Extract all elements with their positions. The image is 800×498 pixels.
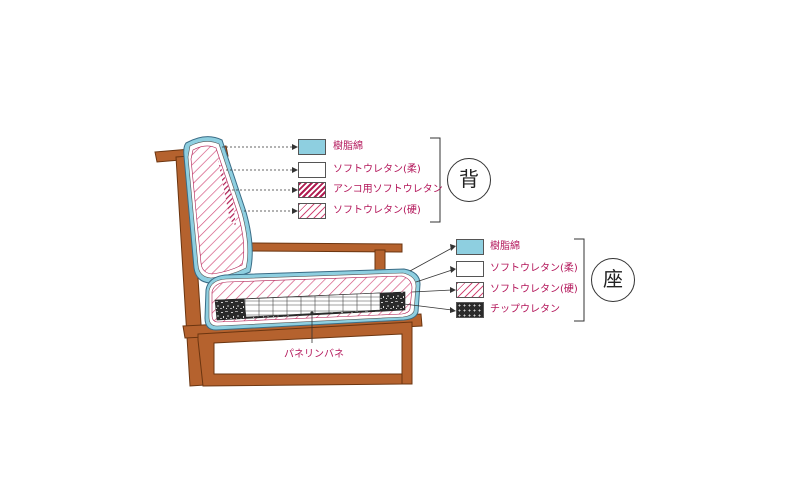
back-swatch-anko (298, 182, 326, 198)
back-label-resin: 樹脂綿 (333, 141, 363, 152)
back-swatch-soft (298, 162, 326, 178)
seat-leaders (403, 247, 453, 311)
seat-group-badge: 座 (591, 258, 635, 302)
seat-swatch-resin (456, 239, 484, 255)
spring-leader (310, 311, 314, 343)
seat-swatch-chip (456, 302, 484, 318)
base-frame (197, 321, 413, 387)
back-anko-layer (218, 160, 236, 226)
back-leader-arrows (292, 144, 298, 214)
seat-spring-layer (243, 292, 381, 318)
seat-bracket (574, 238, 585, 322)
seat-swatch-soft (456, 261, 484, 277)
seat-label-hard: ソフトウレタン(硬) (490, 284, 578, 295)
back-group-badge: 背 (447, 158, 491, 202)
back-bracket (430, 137, 441, 223)
back-swatch-hard (298, 203, 326, 219)
back-label-anko: アンコ用ソフトウレタン (333, 184, 443, 195)
back-leaders (222, 146, 292, 212)
arm-front-post (374, 249, 386, 273)
seat-leader-arrows (450, 244, 456, 313)
back-label-hard: ソフトウレタン(硬) (333, 205, 421, 216)
seat-label-resin: 樹脂綿 (490, 241, 520, 252)
spring-label: パネリンバネ (284, 349, 344, 360)
seat-cushion (204, 268, 421, 331)
seat-label-chip: チップウレタン (490, 304, 560, 315)
back-label-soft: ソフトウレタン(柔) (333, 164, 421, 175)
seat-label-soft: ソフトウレタン(柔) (490, 263, 578, 274)
back-hard-layer (190, 145, 245, 275)
seat-swatch-hard (456, 282, 484, 298)
back-swatch-resin (298, 139, 326, 155)
back-cushion (183, 136, 253, 284)
